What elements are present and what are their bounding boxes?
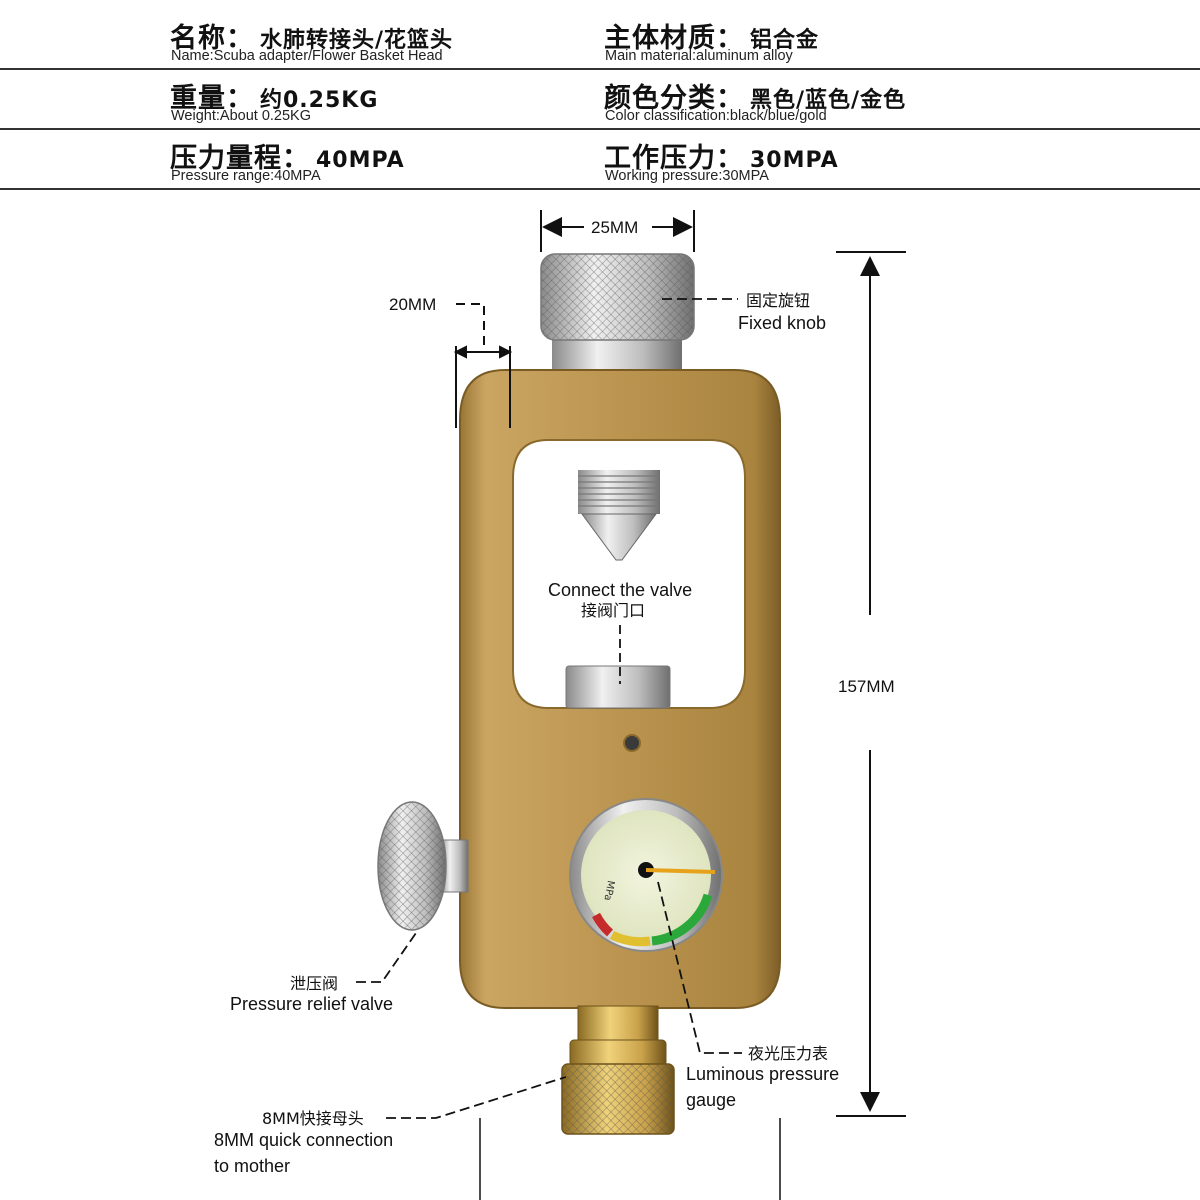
spec-key: 颜色分类： <box>604 83 744 114</box>
spec-value: 40MPA <box>316 148 405 173</box>
callout-quick-connect-cn: 8MM快接母头 <box>262 1109 364 1128</box>
callout-quick-connect-en-2: to mother <box>214 1156 291 1176</box>
leader-gauge <box>657 881 742 1054</box>
quick-connector <box>561 1005 675 1135</box>
spec-key: 重量： <box>170 83 254 114</box>
spec-row-name: 名称：水肺转接头/花篮头 Name:Scuba adapter/Flower B… <box>0 8 1200 70</box>
scuba-adapter-illustration: MPa <box>356 210 906 1200</box>
spec-value: 水肺转接头/花篮头 <box>260 28 454 53</box>
callout-gauge-cn: 夜光压力表 <box>748 1044 829 1063</box>
luminous-pressure-gauge: MPa <box>569 798 723 952</box>
spec-key: 主体材质： <box>604 23 744 54</box>
spec-key: 工作压力： <box>604 143 744 174</box>
dimension-157mm <box>836 251 906 1117</box>
callout-relief-valve-cn: 泄压阀 <box>290 974 339 993</box>
dimension-label-25mm: 25MM <box>591 218 639 237</box>
spec-row-pressure: 压力量程：40MPA Pressure range:40MPA 工作压力：30M… <box>0 128 1200 190</box>
callout-fixed-knob-cn: 固定旋钮 <box>746 291 811 310</box>
dimension-label-157mm: 157MM <box>838 677 895 696</box>
spec-key: 压力量程： <box>170 143 310 174</box>
callout-quick-connect-en-1: 8MM quick connection <box>214 1130 394 1150</box>
callout-connect-valve-en: Connect the valve <box>548 580 693 600</box>
callout-relief-valve-en: Pressure relief valve <box>230 994 394 1014</box>
spec-value: 铝合金 <box>750 28 820 53</box>
spec-english: Pressure range:40MPA <box>171 168 321 184</box>
dimension-20mm <box>453 303 513 428</box>
fixed-knob <box>540 253 695 375</box>
spec-english: Working pressure:30MPA <box>605 168 769 184</box>
spec-value: 黑色/蓝色/金色 <box>750 88 907 113</box>
dimension-25mm <box>540 210 695 252</box>
callout-connect-valve-cn: 接阀门口 <box>581 601 646 620</box>
callout-gauge-en-1: Luminous pressure <box>686 1064 840 1084</box>
callout-gauge-en-2: gauge <box>686 1090 737 1110</box>
pressure-relief-knob <box>377 801 469 931</box>
spec-key: 名称： <box>170 23 254 54</box>
spec-english: Weight:About 0.25KG <box>171 108 311 124</box>
dimension-label-20mm: 20MM <box>389 295 437 314</box>
svg-text:MPa: MPa <box>602 879 616 901</box>
spec-value: 约0.25KG <box>260 88 379 113</box>
leader-relief-valve <box>356 932 417 983</box>
spec-english: Color classification:black/blue/gold <box>605 108 827 124</box>
spec-english: Main material:aluminum alloy <box>605 48 793 64</box>
spec-english: Name:Scuba adapter/Flower Basket Head <box>171 48 443 64</box>
spec-row-weight: 重量：约0.25KG Weight:About 0.25KG 颜色分类：黑色/蓝… <box>0 68 1200 130</box>
spec-value: 30MPA <box>750 148 839 173</box>
callout-fixed-knob-en: Fixed knob <box>738 313 827 333</box>
leader-quick-connect <box>386 1076 567 1119</box>
